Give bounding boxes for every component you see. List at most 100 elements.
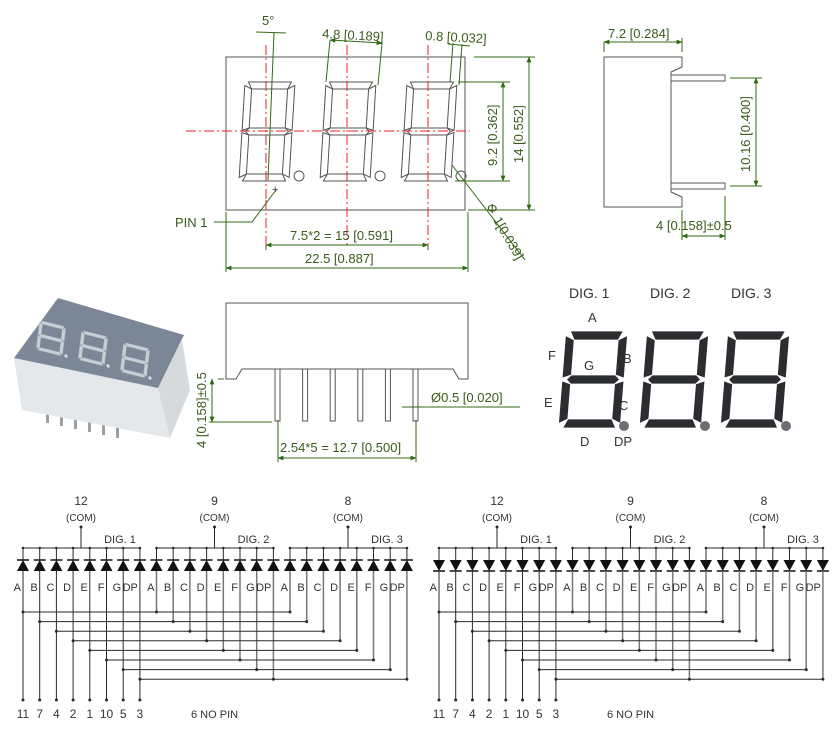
- diode-icon: [300, 560, 313, 571]
- bus-junction: [471, 546, 474, 550]
- bottom-pins: [274, 368, 419, 422]
- digit-name: DIG. 1: [104, 534, 136, 546]
- photo-segment-d: [37, 347, 62, 356]
- segment-label-e: E: [544, 395, 553, 410]
- bus-junction: [288, 546, 292, 550]
- diode-icon: [733, 560, 746, 571]
- segment-label-d: D: [580, 434, 589, 449]
- photo-segment-f: [37, 321, 43, 335]
- height-dimensions: [455, 56, 535, 211]
- angle-dimension: [255, 31, 287, 181]
- segment-b: [695, 334, 709, 379]
- segment-label: D: [746, 582, 754, 594]
- segment-label: F: [647, 582, 654, 594]
- front-segment-d: [403, 173, 449, 182]
- side-pin-length-label: 4 [0.158]±0.5: [656, 218, 732, 233]
- segment-c: [692, 380, 706, 425]
- com-pin-number: 12: [490, 494, 504, 508]
- pin-number: 2: [70, 707, 77, 721]
- center-lines: [186, 45, 470, 245]
- photo-body-right: [158, 340, 190, 438]
- diode-icon: [100, 560, 113, 571]
- pin-number: 5: [536, 707, 543, 721]
- bus-junction: [338, 546, 342, 550]
- segment-label: A: [147, 582, 155, 594]
- product-photo: [14, 298, 190, 438]
- com-label: (COM): [616, 513, 646, 524]
- segment-a: [731, 330, 787, 341]
- front-dp: [293, 170, 305, 182]
- row-spacing-label: 10.16 [0.400]: [738, 96, 753, 172]
- com-terminal: [495, 525, 499, 529]
- photo-digit-3: [120, 342, 152, 380]
- bus-junction: [721, 546, 724, 550]
- pin-number: 3: [137, 707, 144, 721]
- pin1-leader: [214, 189, 277, 223]
- front-segment-a: [247, 81, 293, 90]
- bus-junction: [437, 546, 441, 550]
- pin-terminal: [554, 698, 558, 702]
- pin-number: 7: [36, 707, 43, 721]
- segment-c: [773, 380, 787, 425]
- diode-icon: [117, 560, 130, 571]
- bus-junction: [105, 546, 108, 550]
- pin-terminal: [437, 698, 441, 702]
- com-pin-number: 9: [211, 494, 218, 508]
- bus-junction: [571, 546, 574, 550]
- photo-segment-d: [121, 369, 146, 378]
- segment-label: G: [113, 582, 122, 594]
- segment-label: B: [297, 582, 304, 594]
- front-dp: [374, 170, 386, 182]
- segment-width-dimension: [325, 37, 383, 86]
- diode-icon: [167, 560, 180, 571]
- side-depth-label: 7.2 [0.284]: [608, 26, 669, 41]
- segment-label: C: [313, 582, 321, 594]
- front-segment-e: [400, 131, 412, 179]
- diode-icon: [800, 560, 813, 571]
- segment-e: [720, 380, 734, 425]
- front-segment-d: [241, 173, 287, 182]
- segment-label-f: F: [548, 348, 556, 363]
- com-pin-number: 9: [627, 494, 634, 508]
- diode-icon: [583, 560, 596, 571]
- segment-label: D: [197, 582, 205, 594]
- segment-b: [776, 334, 790, 379]
- photo-face: [14, 298, 184, 388]
- digit-label-1: DIG. 1: [569, 285, 610, 301]
- bus-junction: [688, 546, 691, 550]
- bus-junction: [454, 546, 458, 550]
- digit-name: DIG. 2: [238, 534, 270, 546]
- diode-icon: [400, 560, 413, 571]
- bus-junction: [554, 546, 558, 550]
- segment-label: G: [796, 582, 805, 594]
- segment-diagram: DIG. 1 DIG. 2 DIG. 3 A B C D E F G DP: [544, 285, 791, 449]
- bottom-pin: [302, 368, 309, 422]
- bus-junction: [171, 546, 175, 550]
- pin-number: 1: [502, 707, 509, 721]
- segment-label: G: [529, 582, 538, 594]
- diode-icon: [133, 560, 146, 571]
- bus-junction: [521, 546, 524, 550]
- bus-junction: [355, 546, 359, 550]
- diode-icon: [334, 560, 347, 571]
- pin-number: 10: [100, 707, 114, 721]
- photo-digit-2: [78, 330, 110, 368]
- segment-label: F: [514, 582, 521, 594]
- lit-digit-2: [639, 330, 710, 431]
- com-pin-number: 12: [74, 494, 88, 508]
- front-segment-f: [241, 84, 253, 132]
- pin-terminal: [121, 698, 125, 702]
- bus-junction: [322, 546, 325, 550]
- com-terminal: [213, 525, 216, 529]
- segment-g: [565, 374, 621, 385]
- photo-segment-f: [79, 331, 85, 345]
- bus-junction: [88, 546, 92, 550]
- segment-label: D: [613, 582, 621, 594]
- diode-icon: [549, 560, 562, 571]
- no-pin-note: 6 NO PIN: [607, 709, 654, 721]
- side-pin-bottom: [670, 182, 726, 190]
- bottom-pin: [274, 368, 281, 422]
- front-segment-c: [281, 131, 293, 179]
